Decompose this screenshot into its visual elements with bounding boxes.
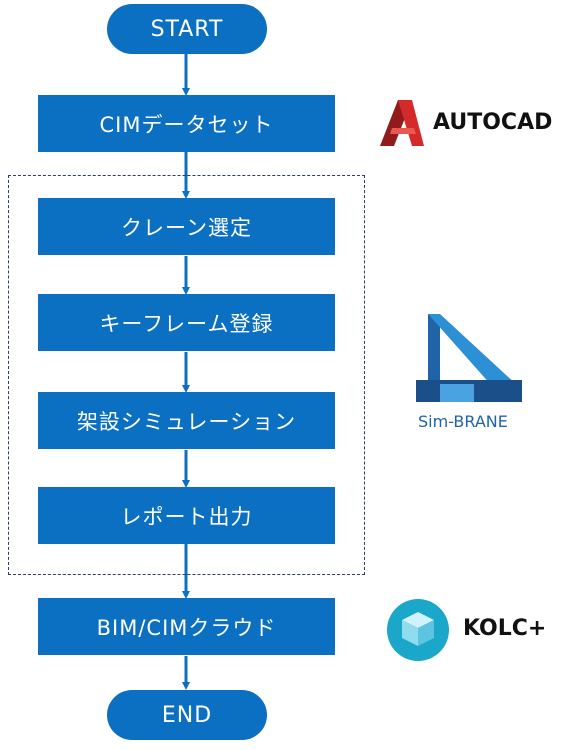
step-crane-selection: クレーン選定	[38, 198, 335, 255]
autocad-a-icon	[380, 100, 424, 146]
step-erection-simulation: 架設シミュレーション	[38, 392, 335, 449]
end-terminal: END	[107, 690, 267, 740]
step-bim-cim-cloud: BIM/CIMクラウド	[38, 598, 335, 655]
step-cim-dataset: CIMデータセット	[38, 95, 335, 152]
step-report-output: レポート出力	[38, 487, 335, 544]
step-keyframe-register: キーフレーム登録	[38, 294, 335, 351]
simbrane-logo-text: Sim-BRANE	[418, 412, 508, 431]
start-terminal: START	[107, 4, 267, 54]
simulation-group-border	[8, 175, 365, 575]
kolc-logo-text: KOLC+	[463, 616, 547, 641]
autocad-logo-text: AUTOCAD	[433, 110, 553, 135]
kolc-cube-icon	[387, 599, 449, 661]
simbrane-bridge-icon	[416, 314, 522, 402]
